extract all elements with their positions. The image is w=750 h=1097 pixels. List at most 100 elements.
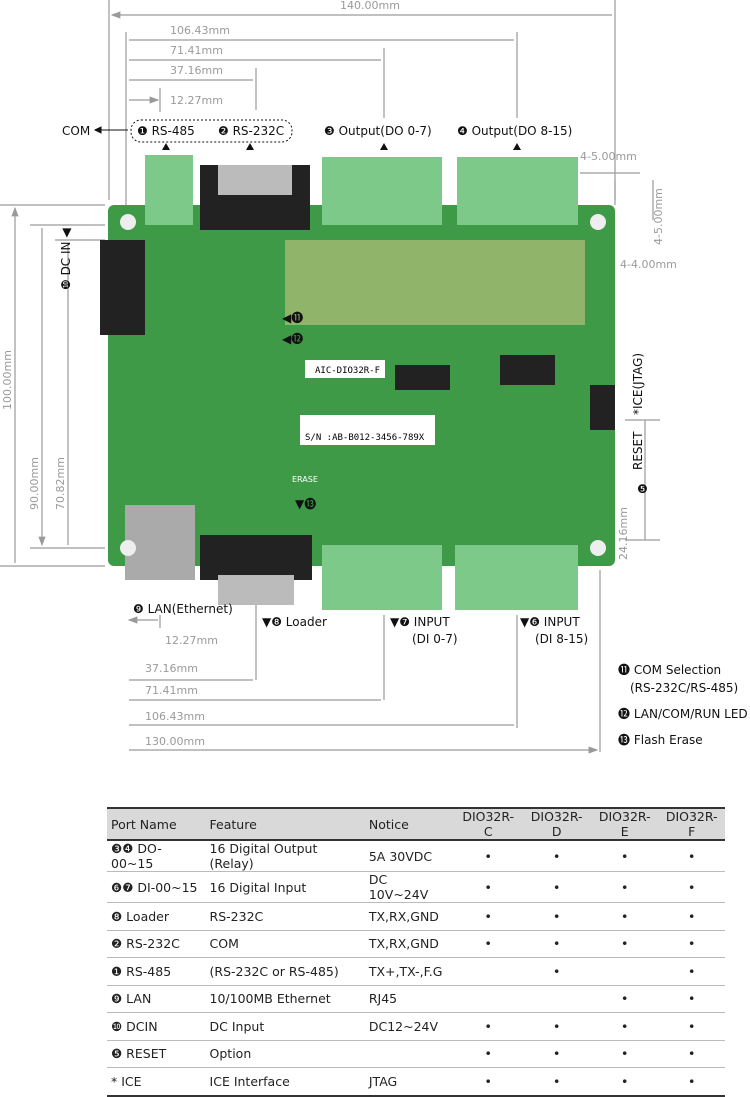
dim-100: 100.00mm <box>1 350 14 410</box>
support-cell: • <box>658 957 725 986</box>
legend-12-text: LAN/COM/RUN LED <box>634 707 748 721</box>
dim-24: 24.16mm <box>617 507 630 560</box>
rs485-label: ❶ RS-485 <box>137 124 195 138</box>
dim-140: 140.00mm <box>340 0 400 12</box>
support-cell: • <box>658 930 725 958</box>
support-cell: • <box>658 1040 725 1068</box>
port-name-cell: ❽ Loader <box>107 902 206 931</box>
support-cell: • <box>522 871 592 903</box>
dim-b106: 106.43mm <box>145 710 205 723</box>
dim-106: 106.43mm <box>170 24 230 37</box>
legend-12: ⓬ LAN/COM/RUN LED <box>618 707 748 721</box>
support-cell: • <box>454 1067 523 1097</box>
input-connector-1 <box>322 545 442 610</box>
support-cell: • <box>454 902 523 931</box>
notice-cell: JTAG <box>364 1067 455 1097</box>
support-cell: • <box>522 1067 592 1097</box>
legend-12-num: ⓬ <box>618 707 630 721</box>
feature-cell: (RS-232C or RS-485) <box>205 957 365 986</box>
dimension-drawing: AIC-DIO32R-F S/N :AB-B012-3456-789X ERAS… <box>0 0 748 800</box>
support-cell: • <box>522 840 592 872</box>
output-do8-15-label: ❹ Output(DO 8-15) <box>457 124 572 138</box>
col-dio32r-c: DIO32R-C <box>454 807 523 841</box>
feature-cell: RS-232C <box>205 902 365 931</box>
notice-cell: 5A 30VDC <box>364 840 455 872</box>
dim-hole-x: 4-5.00mm <box>580 150 637 163</box>
rs485-connector <box>145 155 193 225</box>
legend-11-text: COM Selection <box>634 663 721 677</box>
support-cell: • <box>522 1040 592 1068</box>
feature-cell: DC Input <box>205 1012 365 1041</box>
notice-cell <box>364 1040 455 1068</box>
support-cell: • <box>658 902 725 931</box>
dim-b37: 37.16mm <box>145 662 198 675</box>
port-table: Port Name Feature Notice DIO32R-C DIO32R… <box>107 807 725 1097</box>
support-cell: • <box>522 957 592 986</box>
support-cell: • <box>591 840 659 872</box>
support-cell: • <box>658 985 725 1013</box>
dim-37: 37.16mm <box>170 64 223 77</box>
feature-cell: COM <box>205 930 365 958</box>
col-dio32r-f: DIO32R-F <box>658 807 725 841</box>
feature-cell: 10/100MB Ethernet <box>205 985 365 1013</box>
legend-11-sub: (RS-232C/RS-485) <box>630 681 738 695</box>
col-feature: Feature <box>205 807 365 841</box>
rs232-label: ❷ RS-232C <box>218 124 284 138</box>
relay-bank <box>285 240 585 325</box>
com-arrow-icon <box>93 126 128 134</box>
port-name-cell: * ICE <box>107 1067 206 1097</box>
support-cell <box>591 957 659 986</box>
output-connector-2 <box>457 157 578 225</box>
support-cell: • <box>522 902 592 931</box>
dim-b12: 12.27mm <box>165 634 218 647</box>
support-cell: • <box>454 1040 523 1068</box>
notice-cell: TX+,TX-,F.G <box>364 957 455 986</box>
loader-connector <box>200 535 312 580</box>
port-name-cell: ❶ RS-485 <box>107 957 206 986</box>
com-selection-marker: ◀⓫ <box>282 311 303 325</box>
flash-erase-marker: ▼⓭ <box>295 497 316 511</box>
erase-label: ERASE <box>292 475 318 484</box>
support-cell: • <box>591 871 659 903</box>
legend-13: ⓭ Flash Erase <box>618 733 703 747</box>
support-cell: • <box>658 1067 725 1097</box>
dim-b71: 71.41mm <box>145 684 198 697</box>
dim-12: 12.27mm <box>170 94 223 107</box>
led-marker: ◀⓬ <box>282 332 303 346</box>
input-di8-15-range: (DI 8-15) <box>535 632 588 646</box>
ice-header <box>590 385 615 430</box>
dim-b130: 130.00mm <box>145 735 205 748</box>
output-connector-1 <box>322 157 442 225</box>
feature-cell: ICE Interface <box>205 1067 365 1097</box>
board-model: AIC-DIO32R-F <box>315 366 380 376</box>
support-cell: • <box>591 1012 659 1041</box>
support-cell: • <box>591 902 659 931</box>
dim-hole-y: 4-5.00mm <box>652 188 665 245</box>
dim-71: 71.41mm <box>170 44 223 57</box>
legend-13-text: Flash Erase <box>634 733 703 747</box>
support-cell <box>522 985 592 1013</box>
port-name-cell: ❸❹ DO-00~15 <box>107 840 206 872</box>
support-cell: • <box>522 930 592 958</box>
dcin-terminal <box>100 240 145 335</box>
com-label: COM <box>62 124 90 138</box>
support-cell: • <box>454 840 523 872</box>
legend-13-num: ⓭ <box>618 733 630 747</box>
dim-70: 70.82mm <box>54 457 67 510</box>
support-cell: • <box>591 1040 659 1068</box>
support-cell: • <box>591 1067 659 1097</box>
output-do0-7-label: ❸ Output(DO 0-7) <box>324 124 432 138</box>
port-name-cell: ❺ RESET <box>107 1040 206 1068</box>
lan-label: ❾ LAN(Ethernet) <box>133 602 233 616</box>
support-cell: • <box>454 930 523 958</box>
table-row: ❶ RS-485(RS-232C or RS-485)TX+,TX-,F.G • • <box>107 957 725 986</box>
feature-cell: 16 Digital Output (Relay) <box>205 840 365 872</box>
input-di0-7-range: (DI 0-7) <box>412 632 458 646</box>
support-cell <box>454 957 523 986</box>
